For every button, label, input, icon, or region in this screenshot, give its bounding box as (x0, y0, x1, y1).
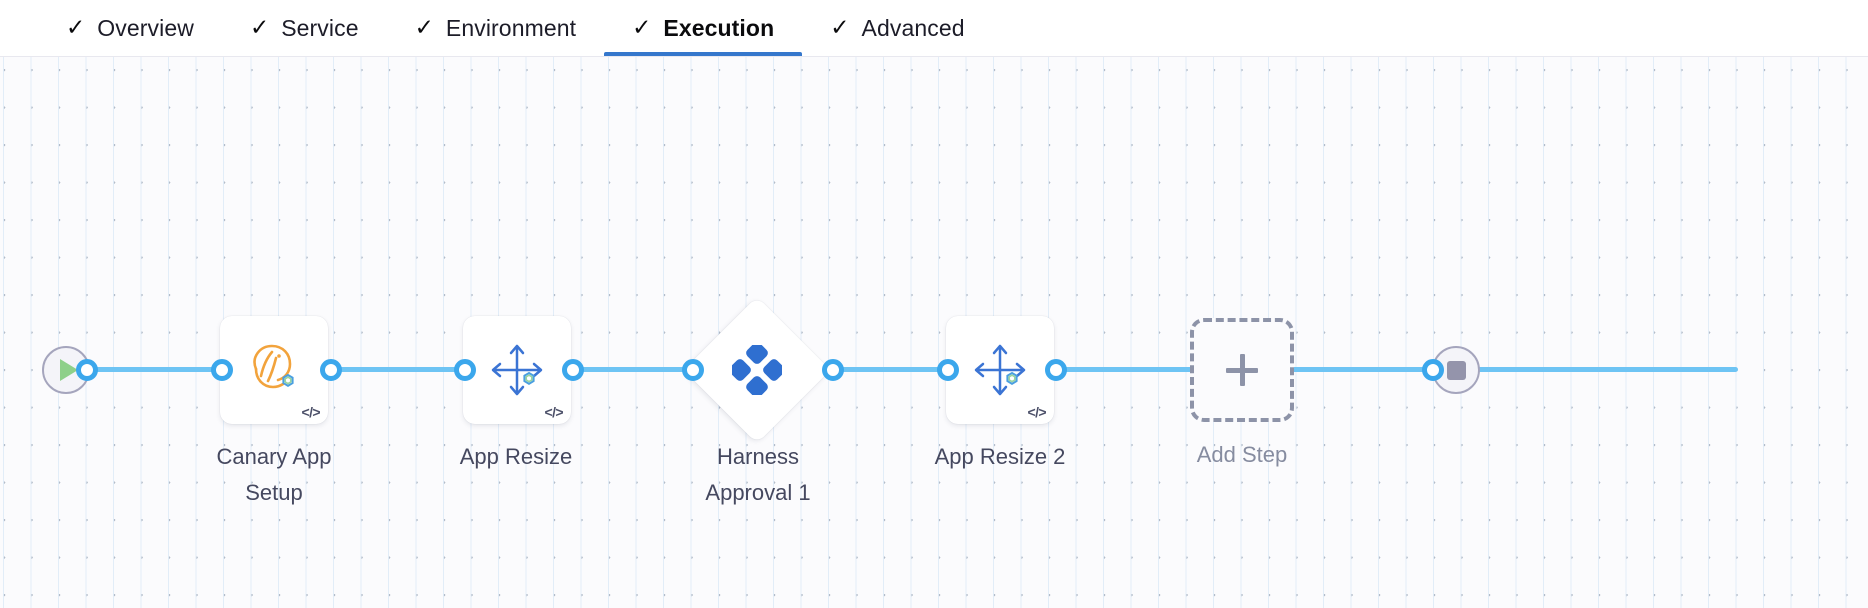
canary-bird-icon (220, 316, 328, 424)
pipeline-connector-line (70, 367, 1738, 372)
tab-label: Execution (663, 15, 775, 41)
connector-ring-out-app-resize (562, 359, 584, 381)
connector-ring-in-canary (211, 359, 233, 381)
resize-arrows-icon (946, 316, 1054, 424)
pipeline-start-node[interactable] (42, 346, 90, 394)
tab-overview[interactable]: ✓ Overview (38, 0, 222, 57)
code-badge-icon: </> (301, 404, 321, 420)
tab-label: Environment (445, 15, 577, 41)
tab-label: Service (281, 15, 359, 41)
stop-icon (1446, 360, 1466, 380)
check-icon: ✓ (414, 14, 434, 40)
step-label-app-resize: App Resize (459, 444, 573, 469)
code-badge-icon: </> (1027, 404, 1047, 420)
connector-ring-out-approval (822, 359, 844, 381)
play-icon (59, 359, 78, 381)
connector-ring-end (1422, 359, 1444, 381)
execution-canvas[interactable]: </> Canary App Setup (0, 57, 1868, 608)
connector-ring-in-approval (682, 359, 704, 381)
step-node-canary-app-setup[interactable]: </> (220, 316, 328, 424)
connector-ring-in-app-resize-2 (937, 359, 959, 381)
step-label-harness-approval-1: Harness Approval 1 (705, 444, 811, 505)
add-step-button[interactable] (1190, 318, 1294, 422)
check-icon: ✓ (66, 14, 86, 40)
plus-icon-vertical (1239, 354, 1245, 386)
tab-service[interactable]: ✓ Service (222, 0, 387, 57)
tab-environment[interactable]: ✓ Environment (387, 0, 605, 57)
connector-ring-out-canary (320, 359, 342, 381)
step-node-app-resize-2[interactable]: </> (946, 316, 1054, 424)
step-label-app-resize-2: App Resize 2 (934, 444, 1066, 469)
connector-ring-out-app-resize-2 (1045, 359, 1067, 381)
connector-ring-start (76, 359, 98, 381)
step-node-app-resize[interactable]: </> (463, 316, 571, 424)
resize-arrows-icon (463, 316, 571, 424)
connector-ring-in-app-resize (454, 359, 476, 381)
tab-label: Advanced (861, 15, 965, 41)
check-icon: ✓ (632, 14, 652, 40)
step-label-canary-app-setup: Canary App Setup (216, 444, 332, 505)
code-badge-icon: </> (544, 404, 564, 420)
harness-logo-icon (732, 345, 782, 395)
tab-advanced[interactable]: ✓ Advanced (802, 0, 992, 57)
pipeline-stage-tabs: ✓ Overview ✓ Service ✓ Environment ✓ Exe… (0, 0, 1868, 57)
check-icon: ✓ (249, 14, 270, 40)
check-icon: ✓ (830, 14, 850, 40)
tab-execution[interactable]: ✓ Execution (604, 0, 803, 57)
add-step-label: Add Step (1196, 442, 1288, 467)
tab-label: Overview (97, 15, 194, 41)
